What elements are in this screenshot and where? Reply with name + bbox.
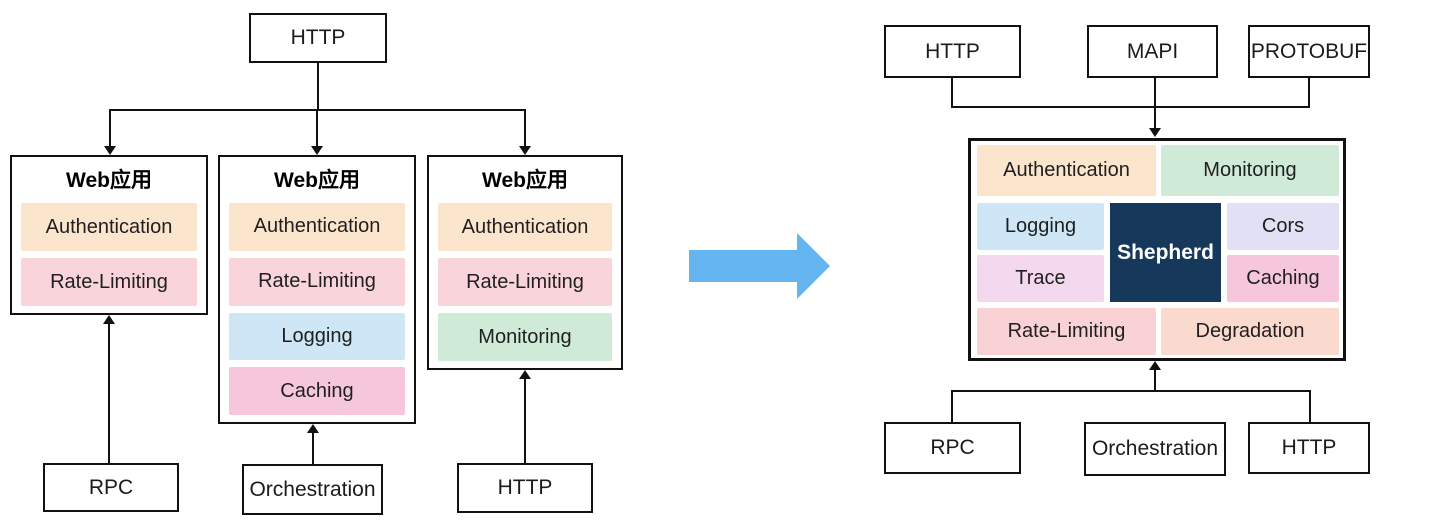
- webapp-box-3: Web应用 Authentication Rate-Limiting Monit…: [427, 155, 623, 370]
- tile-rate-limiting: Rate-Limiting: [21, 258, 197, 306]
- tile-logging: Logging: [229, 312, 405, 361]
- tile-trace: Trace: [977, 255, 1104, 302]
- connector-line: [1154, 78, 1156, 129]
- left-bottom-http-box: HTTP: [457, 463, 593, 513]
- left-bottom-orchestration-box: Orchestration: [242, 464, 383, 515]
- tile-monitoring: Monitoring: [1161, 145, 1339, 196]
- right-top-http-box: HTTP: [884, 25, 1021, 78]
- tile-rate-limiting: Rate-Limiting: [977, 308, 1156, 355]
- tile-caching: Caching: [1227, 255, 1339, 302]
- tile-caching: Caching: [229, 367, 405, 415]
- connector-line: [316, 109, 318, 146]
- tile-degradation: Degradation: [1161, 308, 1339, 355]
- arrowhead-up-icon: [103, 315, 115, 324]
- webapp-box-1: Web应用 Authentication Rate-Limiting: [10, 155, 208, 315]
- webapp-title: Web应用: [66, 169, 152, 192]
- arrowhead-up-icon: [1149, 361, 1161, 370]
- webapp-box-2: Web应用 Authentication Rate-Limiting Loggi…: [218, 155, 416, 424]
- webapp-title: Web应用: [274, 169, 360, 192]
- shepherd-gateway-box: Authentication Monitoring Logging Trace …: [968, 138, 1346, 361]
- tile-rate-limiting: Rate-Limiting: [229, 257, 405, 306]
- connector-line: [951, 78, 953, 108]
- shepherd-core: Shepherd: [1110, 203, 1221, 302]
- connector-line: [1154, 369, 1156, 391]
- connector-line: [524, 378, 526, 463]
- arrowhead-up-icon: [307, 424, 319, 433]
- connector-line: [1309, 390, 1311, 422]
- tile-logging: Logging: [977, 203, 1104, 250]
- connector-line: [312, 432, 314, 464]
- tile-authentication: Authentication: [438, 203, 612, 251]
- right-bottom-rpc-box: RPC: [884, 422, 1021, 474]
- left-top-http-box: HTTP: [249, 13, 387, 63]
- connector-line: [524, 109, 526, 146]
- tile-cors: Cors: [1227, 203, 1339, 250]
- right-bottom-orchestration-box: Orchestration: [1084, 422, 1226, 476]
- arrowhead-down-icon: [311, 146, 323, 155]
- webapp-title: Web应用: [482, 169, 568, 192]
- right-top-protobuf-box: PROTOBUF: [1248, 25, 1370, 78]
- left-bottom-rpc-box: RPC: [43, 463, 179, 512]
- connector-line: [108, 323, 110, 463]
- tile-rate-limiting: Rate-Limiting: [438, 258, 612, 306]
- connector-line: [951, 106, 1310, 108]
- right-top-mapi-box: MAPI: [1087, 25, 1218, 78]
- tile-authentication: Authentication: [21, 203, 197, 251]
- tile-authentication: Authentication: [977, 145, 1156, 196]
- tile-monitoring: Monitoring: [438, 313, 612, 361]
- connector-line: [951, 390, 1311, 392]
- tile-authentication: Authentication: [229, 203, 405, 251]
- arrowhead-down-icon: [1149, 128, 1161, 137]
- arrowhead-down-icon: [519, 146, 531, 155]
- transform-arrow-icon: [689, 233, 830, 299]
- connector-line: [317, 63, 319, 110]
- connector-line: [109, 109, 111, 146]
- arrowhead-down-icon: [104, 146, 116, 155]
- connector-line: [951, 390, 953, 422]
- connector-line: [1308, 78, 1310, 108]
- right-bottom-http-box: HTTP: [1248, 422, 1370, 474]
- arrowhead-up-icon: [519, 370, 531, 379]
